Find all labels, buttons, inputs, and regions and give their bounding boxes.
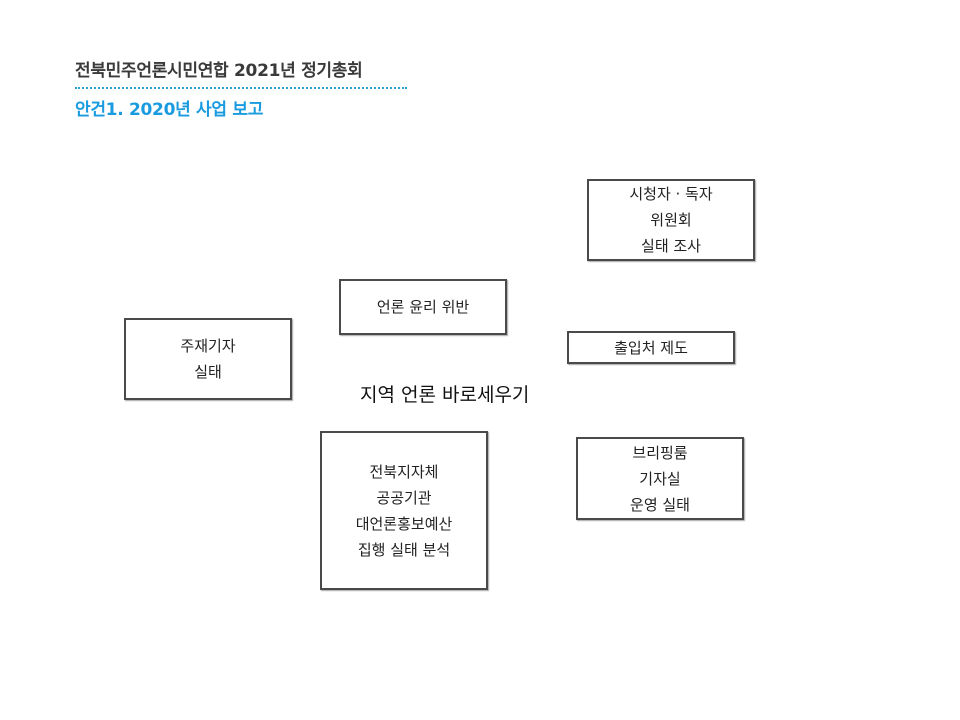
box-line: 위원회 [650,211,692,229]
box-line: 전북지자체 [369,462,439,481]
box-line: 실태 [194,363,222,381]
box-line: 시청자 · 독자 [629,185,713,203]
box-line: 집행 실태 분석 [357,540,451,559]
box-line: 언론 윤리 위반 [376,298,470,316]
box-line: 출입처 제도 [614,338,688,357]
box-viewer-committee: 시청자 · 독자 위원회 실태 조사 [587,179,755,261]
box-line: 운영 실태 [630,495,690,514]
box-ethics-violation: 언론 윤리 위반 [339,279,507,335]
box-line: 대언론홍보예산 [355,514,453,533]
diagram-center-label: 지역 언론 바로세우기 [360,384,530,406]
box-press-pass: 출입처 제도 [567,331,735,364]
box-line: 공공기관 [376,488,432,507]
box-resident-reporter: 주재기자 실태 [124,318,292,400]
agenda-subtitle: 안건1. 2020년 사업 보고 [75,100,264,120]
box-line: 브리핑룸 [632,443,688,462]
box-briefing-room: 브리핑룸 기자실 운영 실태 [576,437,744,520]
box-line: 실태 조사 [641,237,701,255]
title-divider [75,87,407,89]
slide-title: 전북민주언론시민연합 2021년 정기총회 [75,61,363,81]
box-line: 기자실 [639,469,681,488]
box-ad-budget: 전북지자체 공공기관 대언론홍보예산 집행 실태 분석 [320,431,488,590]
box-line: 주재기자 [180,337,236,355]
